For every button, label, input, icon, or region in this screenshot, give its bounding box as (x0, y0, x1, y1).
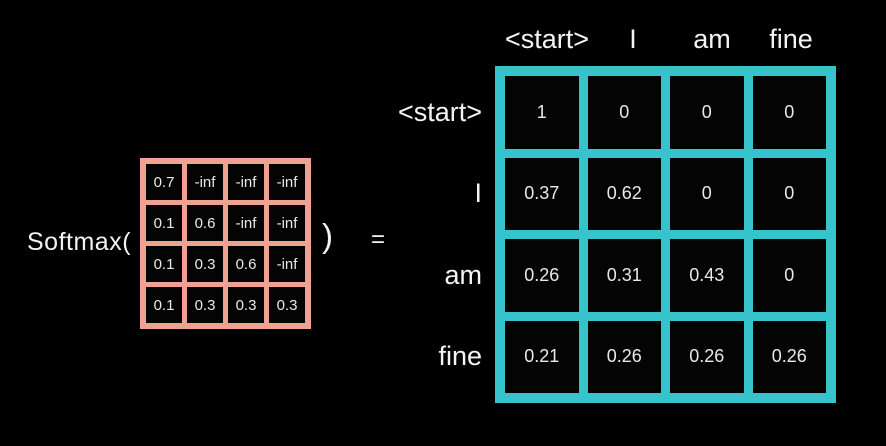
matrix-cell: 0.3 (187, 246, 223, 282)
row-header-i: I (474, 178, 482, 209)
matrix-cell: 0.3 (187, 287, 223, 323)
equals-sign: = (371, 226, 386, 253)
matrix-cell: -inf (187, 164, 223, 200)
close-paren: ) (322, 217, 333, 254)
matrix-cell: 0.26 (505, 239, 579, 312)
matrix-cell: 0 (752, 239, 826, 312)
matrix-cell: 0.6 (228, 246, 264, 282)
matrix-cell: -inf (269, 164, 305, 200)
output-column-headers: <start> I am fine (495, 18, 836, 60)
row-header-fine: fine (438, 341, 482, 372)
matrix-cell: 0.37 (505, 157, 579, 230)
matrix-cell: 0.26 (752, 320, 826, 393)
matrix-cell: 0.6 (187, 205, 223, 241)
column-header-start: <start> (505, 23, 590, 54)
matrix-cell: 0 (752, 157, 826, 230)
row-header-am: am (444, 259, 482, 290)
softmax-function-label: Softmax( (27, 228, 132, 256)
matrix-cell: 0 (670, 157, 744, 230)
matrix-cell: -inf (228, 164, 264, 200)
matrix-cell: 0 (752, 76, 826, 149)
column-header-am: am (693, 23, 731, 54)
output-row-headers: <start> I am fine (320, 66, 482, 403)
matrix-cell: 0.43 (670, 239, 744, 312)
matrix-cell: 0 (670, 76, 744, 149)
matrix-cell: 0.26 (670, 320, 744, 393)
matrix-cell: 0.1 (146, 287, 182, 323)
matrix-cell: 0.1 (146, 205, 182, 241)
row-header-start: <start> (397, 96, 482, 127)
matrix-cell: 0 (587, 76, 661, 149)
matrix-cell: 0.7 (146, 164, 182, 200)
column-header-i: I (629, 23, 637, 54)
masked-input-matrix: 0.7 -inf -inf -inf 0.1 0.6 -inf -inf 0.1… (140, 158, 311, 329)
matrix-cell: 0.1 (146, 246, 182, 282)
matrix-cell: 0.26 (587, 320, 661, 393)
matrix-cell: 0.3 (228, 287, 264, 323)
matrix-cell: -inf (269, 246, 305, 282)
column-header-fine: fine (769, 23, 813, 54)
matrix-cell: 1 (505, 76, 579, 149)
softmax-output-matrix: 1 0 0 0 0.37 0.62 0 0 0.26 0.31 0.43 0 0… (495, 66, 836, 403)
matrix-cell: -inf (228, 205, 264, 241)
matrix-cell: 0.3 (269, 287, 305, 323)
matrix-cell: 0.31 (587, 239, 661, 312)
matrix-cell: -inf (269, 205, 305, 241)
matrix-cell: 0.62 (587, 157, 661, 230)
matrix-cell: 0.21 (505, 320, 579, 393)
